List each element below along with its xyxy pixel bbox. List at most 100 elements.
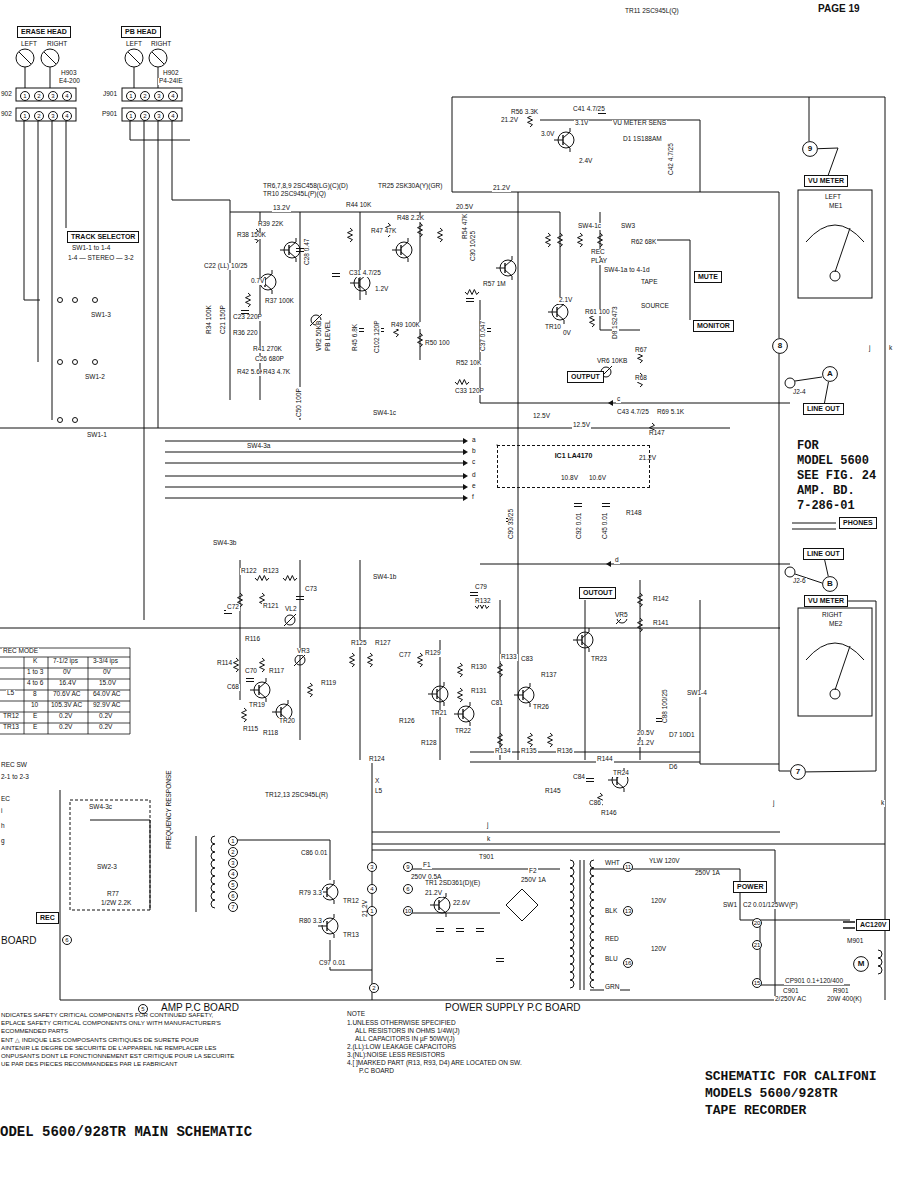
wire [165, 441, 466, 442]
resistor-symbol [498, 733, 503, 747]
transistor-symbol [281, 700, 288, 710]
capacitor-symbol [241, 310, 249, 311]
transistor-symbol [463, 716, 470, 726]
schematic-label: 3-3/4 ips [92, 658, 119, 665]
pin-number: 2 [34, 111, 44, 121]
switch-contact [58, 360, 63, 365]
schematic-label: i [0, 808, 3, 815]
wire [700, 600, 779, 764]
box-text: 7 [796, 767, 800, 776]
wire [60, 790, 61, 1000]
wire [779, 353, 790, 771]
schematic-label: BLU [604, 956, 619, 963]
schematic-label: d [471, 472, 477, 479]
pin-number: 6 [403, 884, 413, 894]
schematic-label: d [614, 557, 620, 564]
signal-arrow [606, 561, 611, 567]
pin-number: 13 [623, 906, 633, 916]
capacitor-symbol [574, 506, 582, 507]
capacitor-symbol [296, 248, 304, 249]
table-rule [130, 648, 131, 734]
schematic-label: C68 [226, 684, 240, 691]
schematic-label: SCHEMATIC FOR CALIFONI [704, 1070, 878, 1084]
schematic-label: H903 [60, 70, 78, 77]
wire [470, 762, 700, 763]
schematic-label: j [772, 800, 775, 807]
capacitor-symbol [470, 595, 478, 596]
resistor-symbol [546, 233, 551, 247]
schematic-label: b [471, 448, 477, 455]
transistor-symbol [265, 284, 272, 294]
schematic-label: C86 [588, 800, 602, 807]
pin-number: 1 [126, 111, 136, 121]
schematic-label: AMP. BD. [796, 485, 856, 498]
schematic-label: P4-24IE [158, 78, 184, 85]
schematic-label: C50 100P [296, 387, 303, 418]
table-rule [48, 657, 49, 734]
capacitor-symbol [602, 506, 610, 507]
schematic-label: SW1-2 [84, 374, 106, 381]
schematic-label: C43 4.7/25 [616, 409, 650, 416]
schematic-label: P901 [101, 111, 118, 118]
schematic-label: R135 [520, 748, 538, 755]
schematic-label: 10 [30, 702, 39, 709]
wire [480, 403, 790, 404]
capacitor-symbol [470, 592, 478, 593]
box-text: AC120V [860, 921, 886, 929]
capacitor-symbol [598, 113, 606, 114]
jack-symbol [792, 523, 836, 524]
pin-number: 7 [228, 902, 238, 912]
wire [144, 120, 145, 620]
meter-pivot [830, 271, 840, 281]
schematic-label: R115 [242, 726, 259, 733]
schematic-label: J901 [102, 91, 118, 98]
schematic-label: LEFT [20, 41, 38, 48]
wire [452, 97, 453, 192]
wire [165, 463, 466, 464]
schematic-label: R79 3.3 [298, 890, 323, 897]
transistor-symbol [272, 712, 281, 713]
box-text: OUTOUT [583, 589, 612, 597]
schematic-label: ME1 [828, 203, 843, 210]
box-text: A [827, 369, 833, 378]
schematic-label: TR12 [342, 898, 360, 905]
circled-marker: B [822, 576, 838, 592]
schematic-label: TR24 [612, 770, 630, 777]
pin-number: 10 [403, 906, 413, 916]
wire [165, 498, 466, 499]
connector-outline [16, 88, 76, 101]
schematic-label: R52 10K [455, 360, 482, 367]
box-text: PHONES [843, 519, 873, 527]
capacitor-symbol [456, 928, 464, 929]
connector-outline [122, 108, 182, 121]
schematic-label: X [374, 778, 380, 785]
pin-number: 1 [228, 836, 238, 846]
schematic-label: C30 10/25 [470, 230, 477, 262]
plug-symbol [843, 927, 855, 929]
box-text: POWER [737, 883, 763, 891]
capacitor-symbol [466, 301, 474, 302]
transistor-symbol [496, 268, 505, 269]
resistor-symbol [242, 708, 247, 722]
schematic-label: 902 [0, 91, 13, 98]
schematic-label: 12.5V [572, 422, 591, 429]
schematic-label: SW4-1c [577, 223, 602, 230]
schematic-label: R141 [652, 620, 670, 627]
transistor-symbol [392, 250, 401, 251]
schematic-label: EC [0, 796, 11, 803]
resistor-symbol [260, 658, 265, 672]
schematic-label: 2-1 to 2-3 [0, 774, 30, 781]
schematic-label: TR11 2SC945L(Q) [624, 8, 680, 15]
schematic-label: 2.4V [578, 158, 593, 165]
transistor-symbol [573, 640, 582, 641]
label-box: PHONES [839, 517, 877, 529]
wire [585, 600, 586, 760]
transistor-symbol [454, 714, 463, 715]
schematic-label: e [471, 483, 477, 490]
head-symbol [44, 52, 56, 64]
capacitor-symbol [476, 928, 484, 929]
schematic-label: CP901 0.1+120/400 [784, 978, 844, 985]
schematic-label: TR6,7,8,9 2SC458(LG)(C)(D) [262, 183, 349, 190]
transistor-symbol [608, 780, 617, 781]
schematic-label: C102 120P [374, 319, 381, 354]
